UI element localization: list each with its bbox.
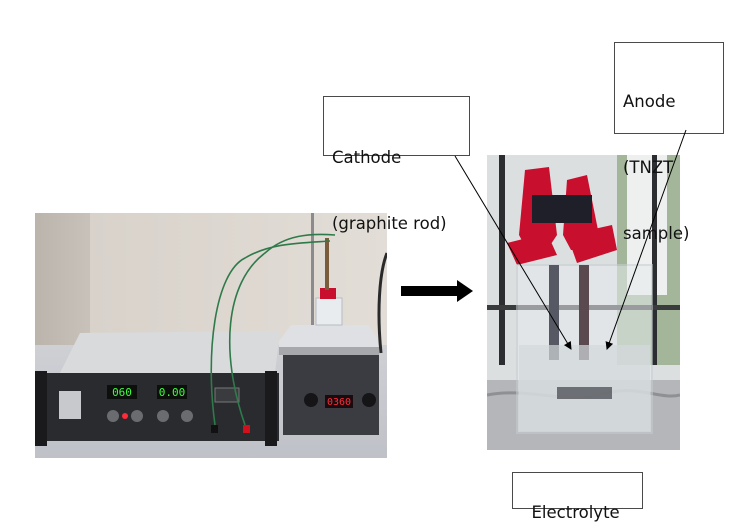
knob <box>157 410 169 422</box>
terminal-black <box>211 425 218 433</box>
wire <box>228 233 336 426</box>
wire <box>210 240 331 426</box>
clip <box>320 288 336 299</box>
knob <box>304 393 318 407</box>
graphite-rod <box>557 387 612 399</box>
anode-title: Anode <box>623 92 676 111</box>
setup-photo: 060 0.00 0360 <box>35 213 387 458</box>
stand-rod <box>311 213 314 325</box>
arrow-right-icon <box>401 280 473 302</box>
knob <box>131 410 143 422</box>
cathode-subtitle: (graphite rod) <box>332 214 447 233</box>
anode-subtitle-2: sample) <box>623 224 690 243</box>
electrolyte-text: Electrolyte <box>531 503 620 522</box>
cathode-title: Cathode <box>332 148 402 167</box>
knob <box>181 410 193 422</box>
electrolyte-label: Electrolyte <box>512 472 643 522</box>
anode-label: Anode (TNZT sample) <box>614 42 724 243</box>
current-display: 0.00 <box>159 386 186 399</box>
meter-panel <box>59 391 81 419</box>
anode-subtitle-1: (TNZT <box>623 158 674 177</box>
red-led <box>122 413 128 419</box>
knob <box>107 410 119 422</box>
voltage-display: 060 <box>112 386 132 399</box>
cathode-label: Cathode (graphite rod) <box>323 96 470 233</box>
hot-plate-display: 0360 <box>327 397 351 408</box>
knob <box>362 393 376 407</box>
small-beaker <box>315 297 343 326</box>
terminal-red <box>243 425 250 433</box>
